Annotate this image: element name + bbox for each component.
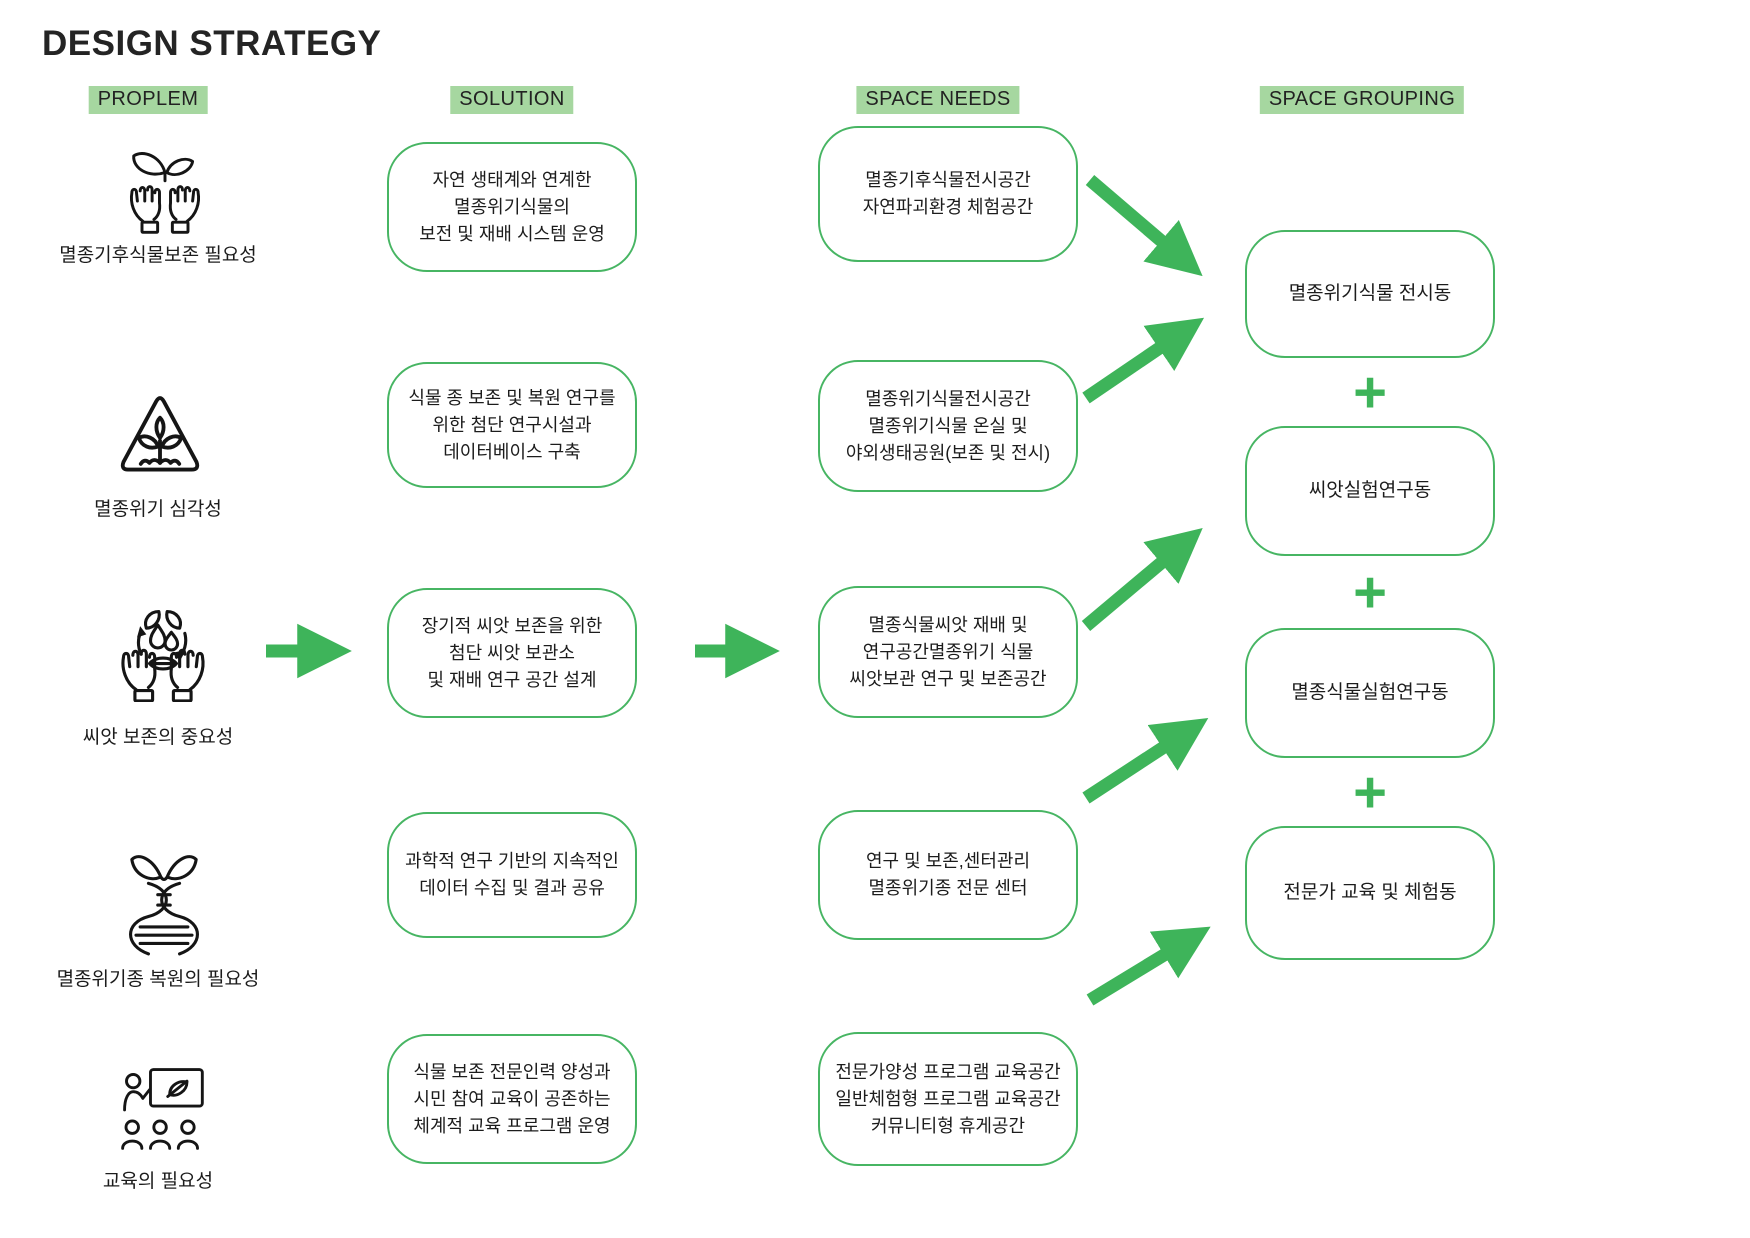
space-needs-box-4: 연구 및 보존,센터관리 멸종위기종 전문 센터: [818, 810, 1078, 940]
column-header-solution: SOLUTION: [450, 86, 574, 114]
arrow-needs3-to-grouping2: [1081, 527, 1203, 631]
column-header-space-grouping: SPACE GROUPING: [1259, 86, 1465, 114]
problem-label-3: 씨앗 보존의 중요성: [82, 727, 234, 748]
arrow-needs2-to-grouping1: [1082, 317, 1205, 404]
space-needs-box-3-text: 멸종식물씨앗 재배 및 연구공간멸종위기 식물 씨앗보관 연구 및 보존공간: [849, 614, 1047, 689]
solution-box-5: 식물 보존 전문인력 양성과 시민 참여 교육이 공존하는 체계적 교육 프로그…: [387, 1034, 637, 1164]
space-grouping-box-2: 씨앗실험연구동: [1245, 426, 1495, 556]
space-needs-box-5: 전문가양성 프로그램 교육공간 일반체험형 프로그램 교육공간 커뮤니티형 휴게…: [818, 1032, 1078, 1166]
space-needs-box-2-text: 멸종위기식물전시공간 멸종위기식물 온실 및 야외생태공원(보존 및 전시): [845, 388, 1051, 463]
arrow-needs5-to-grouping4: [1086, 926, 1211, 1006]
space-grouping-box-3-text: 멸종식물실험연구동: [1291, 681, 1449, 703]
problem-label-1: 멸종기후식물보존 필요성: [59, 245, 257, 266]
space-grouping-box-2-text: 씨앗실험연구동: [1308, 479, 1432, 501]
hands-holding-plant-icon: [115, 144, 215, 236]
solution-box-3: 장기적 씨앗 보존을 위한 첨단 씨앗 보관소 및 재배 연구 공간 설계: [387, 588, 637, 718]
problem-label-5: 교육의 필요성: [102, 1171, 214, 1192]
arrow-needs1-to-grouping1: [1085, 175, 1203, 277]
solution-box-1: 자연 생태계와 연계한 멸종위기식물의 보전 및 재배 시스템 운영: [387, 142, 637, 272]
page-title: DESIGN STRATEGY: [42, 24, 382, 63]
solution-box-2: 식물 종 보존 및 복원 연구를 위한 첨단 연구시설과 데이터베이스 구축: [387, 362, 637, 488]
warning-triangle-sprout-icon: [112, 386, 208, 486]
education-presentation-icon: [112, 1060, 212, 1156]
space-needs-box-4-text: 연구 및 보존,센터관리 멸종위기종 전문 센터: [865, 851, 1031, 898]
solution-box-4: 과학적 연구 기반의 지속적인 데이터 수집 및 결과 공유: [387, 812, 637, 938]
solution-box-2-text: 식물 종 보존 및 복원 연구를 위한 첨단 연구시설과 데이터베이스 구축: [408, 387, 616, 462]
space-needs-box-5-text: 전문가양성 프로그램 교육공간 일반체험형 프로그램 교육공간 커뮤니티형 휴게…: [835, 1061, 1061, 1136]
space-needs-box-2: 멸종위기식물전시공간 멸종위기식물 온실 및 야외생태공원(보존 및 전시): [818, 360, 1078, 492]
arrow-needs4-to-grouping3: [1082, 718, 1209, 804]
plus-sign: +: [1353, 760, 1387, 825]
problem-label-2: 멸종위기 심각성: [94, 499, 222, 520]
space-needs-box-1-text: 멸종기후식물전시공간 자연파괴환경 체험공간: [862, 170, 1034, 217]
space-grouping-box-3: 멸종식물실험연구동: [1245, 628, 1495, 758]
space-needs-box-3: 멸종식물씨앗 재배 및 연구공간멸종위기 식물 씨앗보관 연구 및 보존공간: [818, 586, 1078, 718]
hands-holding-eco-cycle-icon: [108, 598, 218, 702]
solution-box-5-text: 식물 보존 전문인력 양성과 시민 참여 교육이 공존하는 체계적 교육 프로그…: [413, 1061, 611, 1136]
column-header-space-needs: SPACE NEEDS: [856, 86, 1020, 114]
plus-sign: +: [1353, 560, 1387, 625]
solution-box-1-text: 자연 생태계와 연계한 멸종위기식물의 보전 및 재배 시스템 운영: [419, 169, 605, 244]
space-grouping-box-1: 멸종위기식물 전시동: [1245, 230, 1495, 358]
column-header-problem: PROPLEM: [88, 86, 208, 114]
space-grouping-box-4-text: 전문가 교육 및 체험동: [1283, 881, 1457, 903]
space-grouping-box-4: 전문가 교육 및 체험동: [1245, 826, 1495, 960]
dna-leaves-icon: [112, 846, 216, 958]
space-needs-box-1: 멸종기후식물전시공간 자연파괴환경 체험공간: [818, 126, 1078, 262]
plus-sign: +: [1353, 360, 1387, 425]
problem-label-4: 멸종위기종 복원의 필요성: [56, 969, 260, 990]
solution-box-4-text: 과학적 연구 기반의 지속적인 데이터 수집 및 결과 공유: [405, 851, 619, 898]
solution-box-3-text: 장기적 씨앗 보존을 위한 첨단 씨앗 보관소 및 재배 연구 공간 설계: [421, 615, 603, 690]
space-grouping-box-1-text: 멸종위기식물 전시동: [1288, 282, 1452, 304]
